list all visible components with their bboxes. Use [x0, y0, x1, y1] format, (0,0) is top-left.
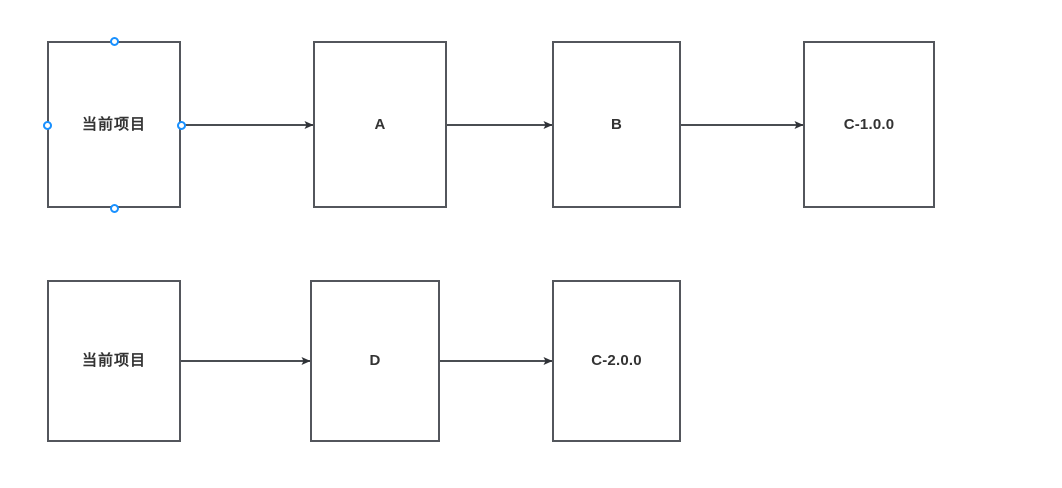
node-label: A [374, 115, 386, 133]
node-c-2-0-0[interactable]: C-2.0.0 [552, 280, 681, 442]
node-label: 当前项目 [81, 352, 146, 369]
node-b[interactable]: B [552, 41, 681, 208]
node-current-project-2[interactable]: 当前项目 [47, 280, 181, 442]
node-current-project-1[interactable]: 当前项目 [47, 41, 181, 208]
node-label: C-1.0.0 [843, 115, 895, 133]
node-label: 当前项目 [81, 115, 146, 133]
anchor-handle-right[interactable] [176, 120, 186, 130]
node-d[interactable]: D [310, 280, 440, 442]
node-c-1-0-0[interactable]: C-1.0.0 [803, 41, 935, 208]
anchor-handle-bottom[interactable] [109, 203, 119, 213]
anchor-handle-top[interactable] [109, 36, 119, 46]
node-a[interactable]: A [313, 41, 447, 208]
node-label: B [610, 115, 623, 133]
node-label: D [369, 352, 381, 369]
anchor-handle-left[interactable] [42, 120, 52, 130]
node-label: C-2.0.0 [591, 352, 642, 369]
